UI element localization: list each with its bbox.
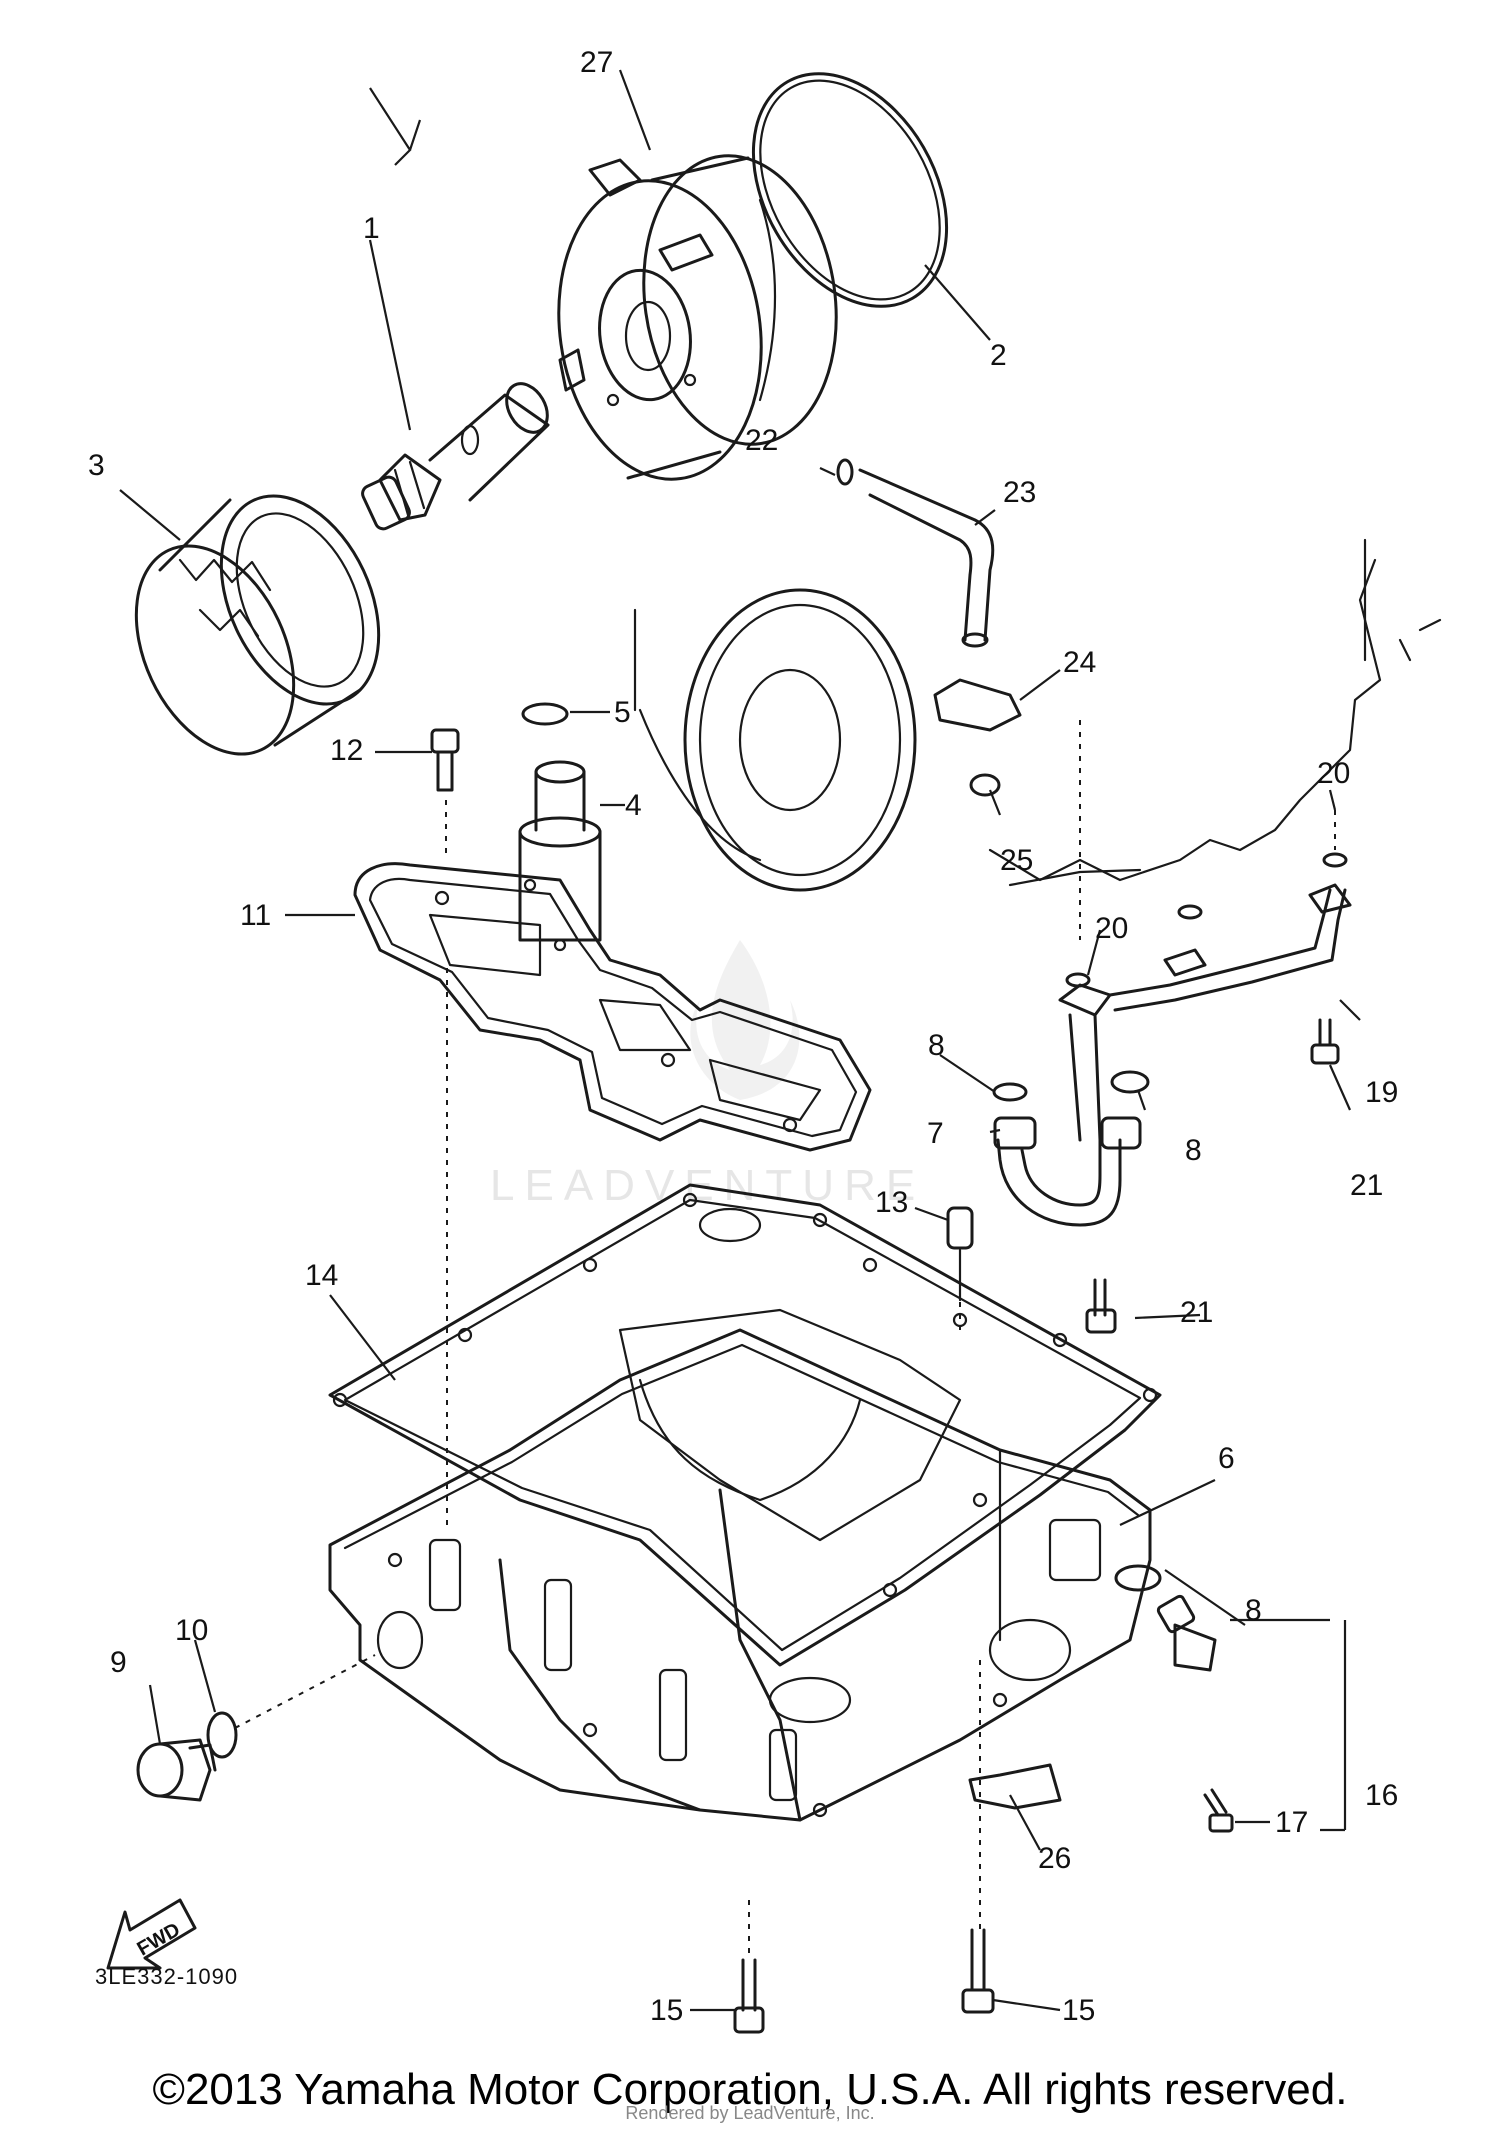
o-ring-part-20c xyxy=(1065,972,1091,988)
bolt-part-15b xyxy=(961,1928,995,2014)
o-ring-part-2 xyxy=(751,72,949,308)
part-label-17: 17 xyxy=(1275,1806,1308,1839)
o-ring-part-20a xyxy=(1322,852,1348,868)
damper-part-24 xyxy=(933,678,1022,732)
engine-crankcase-outline xyxy=(633,538,1442,892)
part-label-15a: 15 xyxy=(650,1994,683,2027)
o-ring-part-22 xyxy=(836,458,854,486)
o-ring-part-20b xyxy=(1177,904,1203,920)
part-label-27: 27 xyxy=(580,46,613,79)
strainer-plate-part-11 xyxy=(353,862,872,1152)
oil-filter-part-3 xyxy=(134,494,381,756)
part-label-1: 1 xyxy=(363,212,380,245)
part-label-21b: 21 xyxy=(1180,1296,1213,1329)
part-label-4: 4 xyxy=(625,789,642,822)
dowel-pin-part-13 xyxy=(946,1206,974,1302)
o-ring-part-8b xyxy=(1110,1070,1150,1094)
part-label-8c: 8 xyxy=(1245,1594,1262,1627)
rendered-by-notice: Rendered by LeadVenture, Inc. xyxy=(625,2103,875,2123)
part-label-10: 10 xyxy=(175,1614,208,1647)
oil-cooler-part-27 xyxy=(557,154,838,481)
part-label-9: 9 xyxy=(110,1646,127,1679)
gasket-part-10 xyxy=(206,1711,238,1759)
part-label-8b: 8 xyxy=(1185,1134,1202,1167)
part-label-3: 3 xyxy=(88,449,105,482)
part-label-20a: 20 xyxy=(1317,757,1350,790)
part-label-15b: 15 xyxy=(1062,1994,1095,2027)
part-label-2: 2 xyxy=(990,339,1007,372)
part-label-8a: 8 xyxy=(928,1029,945,1062)
drain-bolt-part-16 xyxy=(1156,1594,1217,1672)
screw-part-17 xyxy=(1203,1788,1234,1833)
copyright-notice: ©2013 Yamaha Motor Corporation, U.S.A. A… xyxy=(152,2065,1348,2114)
bolt-part-21b xyxy=(1085,1278,1117,1334)
part-label-16: 16 xyxy=(1365,1779,1398,1812)
part-label-20b: 20 xyxy=(1095,912,1128,945)
hose-part-23 xyxy=(858,468,995,648)
part-label-19: 19 xyxy=(1365,1076,1398,1109)
part-label-7: 7 xyxy=(927,1117,944,1150)
part-label-6: 6 xyxy=(1218,1442,1235,1475)
drain-plug-part-9 xyxy=(136,1738,217,1802)
part-label-24: 24 xyxy=(1063,646,1096,679)
part-label-12: 12 xyxy=(330,734,363,767)
gasket-part-14 xyxy=(328,1183,1162,1667)
o-ring-part-8c xyxy=(1114,1564,1162,1592)
part-label-11: 11 xyxy=(240,899,271,932)
bolt-part-15a xyxy=(733,1958,765,2034)
part-label-26: 26 xyxy=(1038,1842,1071,1875)
o-ring-part-5 xyxy=(521,702,569,726)
bracket-part-26 xyxy=(968,1763,1062,1810)
screw-part-12 xyxy=(430,728,460,792)
clip-part-25 xyxy=(969,773,1001,797)
part-label-22: 22 xyxy=(745,424,778,457)
bolt-part-21a xyxy=(1310,1018,1340,1065)
part-label-25: 25 xyxy=(1000,844,1033,877)
o-ring-part-8a xyxy=(992,1082,1028,1102)
part-label-14: 14 xyxy=(305,1259,338,1292)
oil-pipe-part-4 xyxy=(518,760,602,952)
part-label-21a: 21 xyxy=(1350,1169,1383,1202)
drawing-code: 3LE332-1090 xyxy=(95,1964,238,1989)
oil-delivery-pipe-part-19 xyxy=(1058,883,1352,1142)
part-label-23: 23 xyxy=(1003,476,1036,509)
oil-pipe-part-7 xyxy=(993,1116,1142,1227)
forward-direction-arrow-icon: FWD xyxy=(106,1898,197,1970)
oil-pan-part-6 xyxy=(328,1308,1152,1822)
part-label-5: 5 xyxy=(614,696,631,729)
union-bolt-part-1 xyxy=(361,382,550,531)
part-label-13: 13 xyxy=(875,1186,908,1219)
